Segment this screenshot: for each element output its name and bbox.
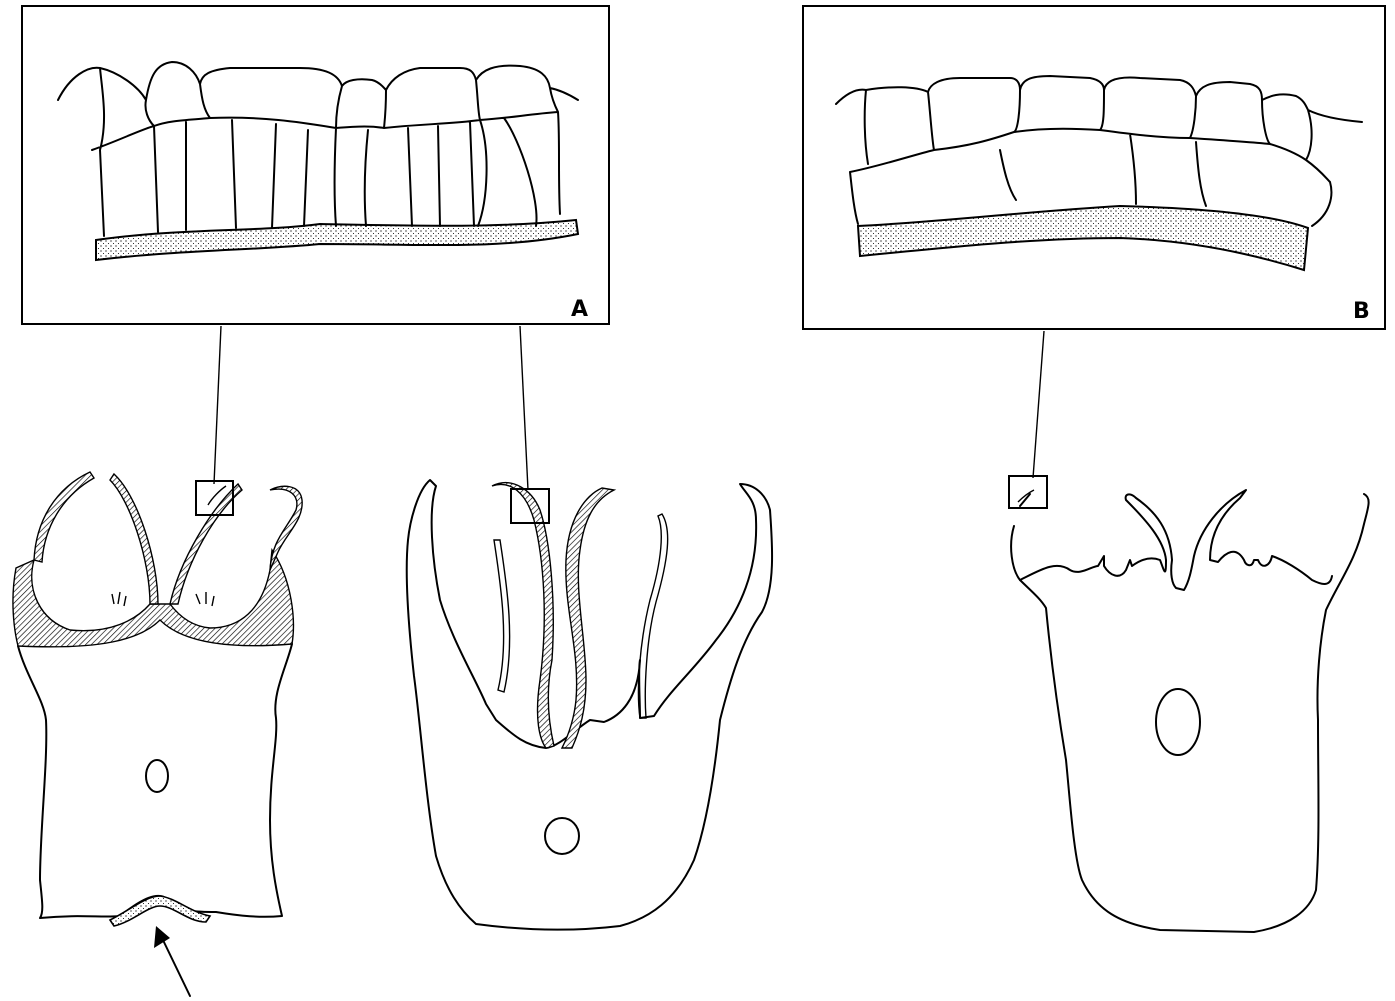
inset-frame-b (803, 6, 1385, 329)
horn-inner-left-1 (110, 474, 158, 604)
inset-panel-a: A (22, 6, 609, 324)
specimen-3 (1011, 490, 1369, 932)
pore-1 (146, 760, 168, 792)
connector-line-a-left (214, 326, 221, 484)
horn-left-1 (34, 472, 94, 562)
panel-label-a: A (571, 297, 588, 322)
arrow-head (154, 926, 170, 948)
body-outline-3 (1011, 494, 1369, 932)
horn-inner-right-1 (170, 484, 242, 604)
upper-edge-3 (1020, 490, 1332, 590)
pore-2 (545, 818, 579, 854)
connector-line-a-right (520, 326, 528, 490)
strand-3-hatched (562, 488, 614, 748)
connector-line-b (1033, 331, 1044, 478)
inset-frame-a (22, 6, 609, 324)
specimen-2 (407, 480, 772, 930)
strand-1 (494, 540, 510, 692)
body-outline-1 (18, 644, 292, 918)
specimen-1 (13, 472, 302, 996)
panel-label-b: B (1353, 299, 1370, 324)
beaded-structure-1 (110, 896, 210, 926)
pore-3 (1156, 689, 1200, 755)
body-outline-2 (407, 480, 772, 930)
inset-panel-b: B (803, 6, 1385, 329)
strand-4 (638, 514, 667, 718)
arrow-shaft (162, 938, 190, 996)
highlight-box-3 (1009, 476, 1047, 508)
horn-right-1 (270, 486, 302, 570)
